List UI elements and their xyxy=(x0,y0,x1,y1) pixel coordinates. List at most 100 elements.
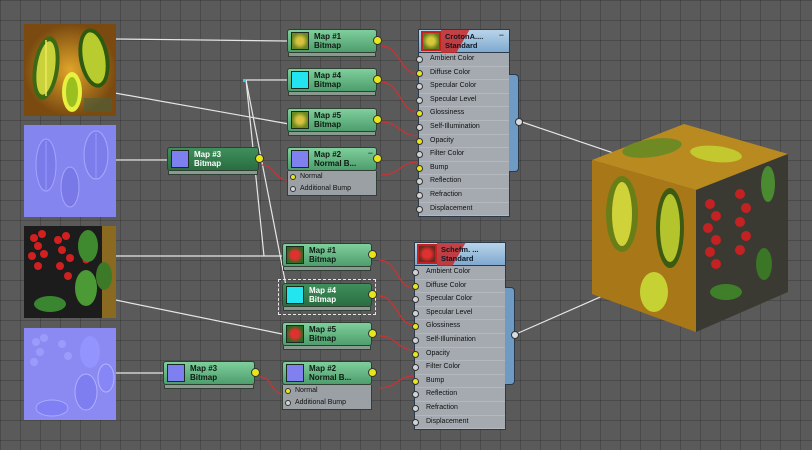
node-type: Bitmap xyxy=(194,159,222,168)
output-socket[interactable] xyxy=(373,75,382,84)
node-title: Map #3 xyxy=(190,364,218,373)
output-socket[interactable] xyxy=(373,36,382,45)
node-title: Map #2 xyxy=(309,364,337,373)
slot-diffuse-color[interactable]: Diffuse Color xyxy=(412,280,505,294)
slot-bump[interactable]: Bump xyxy=(416,162,509,176)
bitmap-thumbnail-icon xyxy=(291,150,309,168)
output-socket[interactable] xyxy=(368,290,377,299)
wire-thumb3-map5 xyxy=(95,295,283,335)
slot-glossiness[interactable]: Glossiness xyxy=(416,107,509,121)
wire-map1-diffuse xyxy=(380,45,419,75)
slot-specular-color[interactable]: Specular Color xyxy=(416,80,509,94)
slot-refraction[interactable]: Refraction xyxy=(412,402,505,416)
slot-reflection[interactable]: Reflection xyxy=(416,175,509,189)
slot-specular-color[interactable]: Specular Color xyxy=(412,293,505,307)
node-title: Map #1 xyxy=(314,32,342,41)
slot-displacement[interactable]: Displacement xyxy=(416,203,509,217)
slot-bump[interactable]: Bump xyxy=(412,375,505,389)
bitmap-thumbnail-icon xyxy=(286,364,304,382)
slot-diffuse-color[interactable]: Diffuse Color xyxy=(416,67,509,81)
output-socket[interactable] xyxy=(255,154,264,163)
output-socket[interactable] xyxy=(373,154,382,163)
slot-opacity[interactable]: Opacity xyxy=(412,348,505,362)
node-type: Bitmap xyxy=(190,373,218,382)
wire-map4-gloss xyxy=(380,81,419,113)
node-type: Bitmap xyxy=(309,295,337,304)
reroute-dot[interactable] xyxy=(243,79,246,82)
material-type: Standard xyxy=(441,254,474,263)
material-preview-cube[interactable] xyxy=(592,124,788,332)
node-type: Normal B... xyxy=(314,159,357,168)
output-socket[interactable] xyxy=(251,368,260,377)
wire2-map4-gloss xyxy=(378,295,415,326)
bitmap-thumbnail-icon xyxy=(286,325,304,343)
slot-opacity[interactable]: Opacity xyxy=(416,135,509,149)
node-type: Bitmap xyxy=(309,255,337,264)
slot-normal[interactable]: Normal xyxy=(283,385,371,397)
bitmap-thumbnail-icon xyxy=(286,286,304,304)
red-flower-leaves-image xyxy=(24,226,116,318)
wire-thumb1-map1 xyxy=(115,38,290,42)
slot-filter-color[interactable]: Filter Color xyxy=(416,148,509,162)
material-output-socket[interactable] xyxy=(511,331,519,339)
slot-specular-level[interactable]: Specular Level xyxy=(412,307,505,321)
material-output-socket[interactable] xyxy=(515,118,523,126)
node-type: Bitmap xyxy=(309,334,337,343)
wire-map2-bump xyxy=(380,161,419,176)
wire-map5-opacity xyxy=(380,121,419,137)
node-title: Map #5 xyxy=(309,325,337,334)
wire2-map3-normal xyxy=(259,376,284,395)
slot-refraction[interactable]: Refraction xyxy=(416,189,509,203)
slot-normal[interactable]: Normal xyxy=(288,171,376,183)
node-title: Map #4 xyxy=(309,286,337,295)
g1-standard-material-node[interactable]: CrotonA....Standard − Ambient Color Diff… xyxy=(416,29,523,218)
slot-specular-level[interactable]: Specular Level xyxy=(416,94,509,108)
bitmap-thumbnail-icon xyxy=(291,71,309,89)
schefflera-normal-thumbnail[interactable] xyxy=(24,328,116,420)
material-name: CrotonA.... xyxy=(445,32,484,41)
slot-self-illumination[interactable]: Self-Illumination xyxy=(416,121,509,135)
slot-reflection[interactable]: Reflection xyxy=(412,388,505,402)
node-type: Bitmap xyxy=(314,80,342,89)
slot-glossiness[interactable]: Glossiness xyxy=(412,320,505,334)
slot-additional-bump[interactable]: Additional Bump xyxy=(283,397,371,409)
material-swatch-icon xyxy=(421,31,441,51)
node-title: Map #5 xyxy=(314,111,342,120)
croton-diffuse-thumbnail[interactable] xyxy=(24,24,116,116)
slot-filter-color[interactable]: Filter Color xyxy=(412,361,505,375)
bitmap-thumbnail-icon xyxy=(286,246,304,264)
slot-displacement[interactable]: Displacement xyxy=(412,416,505,430)
slot-self-illumination[interactable]: Self-Illumination xyxy=(412,334,505,348)
material-name: Schefm. ... xyxy=(441,245,479,254)
g2-standard-material-node[interactable]: Schefm. ...Standard Ambient Color Diffus… xyxy=(412,242,519,431)
bitmap-thumbnail-icon xyxy=(167,364,185,382)
node-title: Map #2 xyxy=(314,150,342,159)
collapse-icon[interactable]: − xyxy=(498,30,504,40)
bitmap-thumbnail-icon xyxy=(291,32,309,50)
collapse-icon[interactable]: − xyxy=(367,148,373,158)
node-title: Map #1 xyxy=(309,246,337,255)
croton-normal-thumbnail[interactable] xyxy=(24,125,116,217)
node-type: Bitmap xyxy=(314,41,342,50)
slot-ambient-color[interactable]: Ambient Color xyxy=(416,53,509,67)
output-socket[interactable] xyxy=(373,115,382,124)
bitmap-thumbnail-icon xyxy=(171,150,189,168)
schefflera-diffuse-thumbnail[interactable] xyxy=(24,226,116,318)
node-title: Map #4 xyxy=(314,71,342,80)
normal-map-image xyxy=(24,125,116,217)
output-socket[interactable] xyxy=(368,250,377,259)
slot-additional-bump[interactable]: Additional Bump xyxy=(288,183,376,195)
output-socket[interactable] xyxy=(368,329,377,338)
output-socket[interactable] xyxy=(368,368,377,377)
slot-ambient-color[interactable]: Ambient Color xyxy=(412,266,505,280)
